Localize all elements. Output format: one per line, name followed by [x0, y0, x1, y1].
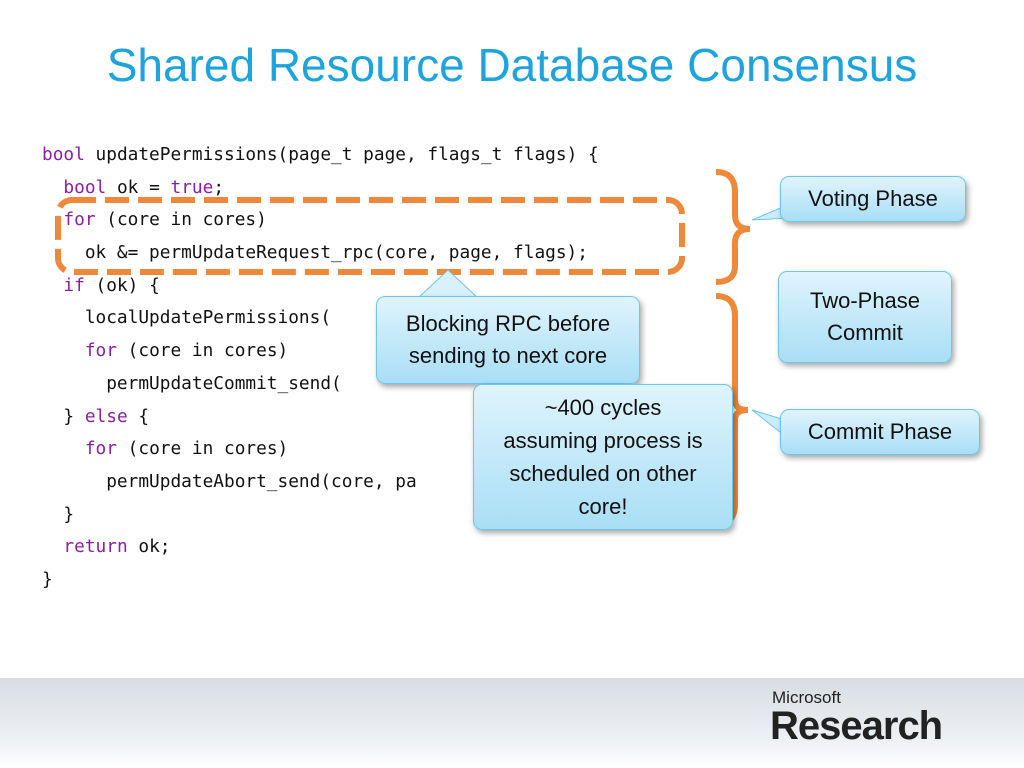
code-text: updatePermissions(page_t page, flags_t f… [84, 144, 599, 165]
code-keyword: return [63, 536, 128, 558]
code-line: localUpdatePermissions( [42, 302, 599, 335]
voting-phase-callout: Voting Phase [780, 176, 966, 222]
code-text: (ok) { [84, 274, 160, 296]
code-block: bool updatePermissions(page_t page, flag… [42, 139, 599, 597]
footer-band [0, 678, 1024, 768]
logo-company: Microsoft [772, 688, 841, 707]
code-keyword: for [84, 438, 117, 460]
slide-title: Shared Resource Database Consensus [106, 39, 918, 91]
code-text: } [42, 503, 75, 525]
code-line: bool updatePermissions(page_t page, flag… [42, 139, 599, 172]
code-line: permUpdateCommit_send( [42, 368, 599, 401]
code-line: return ok; [42, 531, 599, 564]
code-keyword: for [84, 340, 117, 362]
code-keyword: bool [63, 176, 107, 198]
logo-division: Research [770, 704, 943, 748]
code-text: (core in cores) [116, 340, 289, 362]
code-text: ok &= permUpdateRequest_rpc(core, page, … [42, 242, 588, 264]
code-text: ok; [127, 536, 171, 558]
code-keyword: bool [42, 144, 85, 165]
code-line: } else { [42, 401, 599, 434]
commit-phase-brace [715, 293, 749, 527]
code-line: bool ok = true; [42, 172, 599, 205]
code-line: for (core in cores) [42, 335, 599, 368]
code-text: ; [213, 176, 225, 198]
commit-phase-callout: Commit Phase [780, 409, 980, 455]
code-text: } [42, 405, 85, 427]
code-line: for (core in cores) [42, 433, 599, 466]
code-text: (core in cores) [116, 438, 289, 460]
code-line: permUpdateAbort_send(core, pa [42, 466, 599, 499]
code-text: } [42, 568, 53, 590]
cycles-note-callout: ~400 cycles assuming process is schedule… [473, 384, 733, 530]
code-keyword: for [63, 209, 96, 231]
code-line: ok &= permUpdateRequest_rpc(core, page, … [42, 237, 599, 270]
code-line: } [42, 499, 599, 532]
code-text: localUpdatePermissions( [42, 307, 332, 329]
code-keyword: else [84, 405, 128, 427]
code-text: permUpdateCommit_send( [42, 372, 342, 394]
highlight-dashed-box [55, 197, 685, 275]
code-text: { [127, 405, 150, 427]
voting-phase-brace [715, 169, 751, 285]
code-text: ok = [106, 176, 171, 198]
code-keyword: true [170, 176, 214, 198]
two-phase-commit-callout: Two-Phase Commit [778, 271, 952, 363]
code-text: (core in cores) [95, 209, 267, 231]
blocking-rpc-callout: Blocking RPC before sending to next core [376, 296, 640, 384]
code-line: if (ok) { [42, 270, 599, 303]
code-text: permUpdateAbort_send(core, pa [42, 470, 417, 492]
code-keyword: if [63, 274, 85, 296]
code-line: } [42, 564, 599, 597]
microsoft-research-logo: Microsoft Research [770, 688, 943, 749]
code-line: for (core in cores) [42, 204, 599, 237]
